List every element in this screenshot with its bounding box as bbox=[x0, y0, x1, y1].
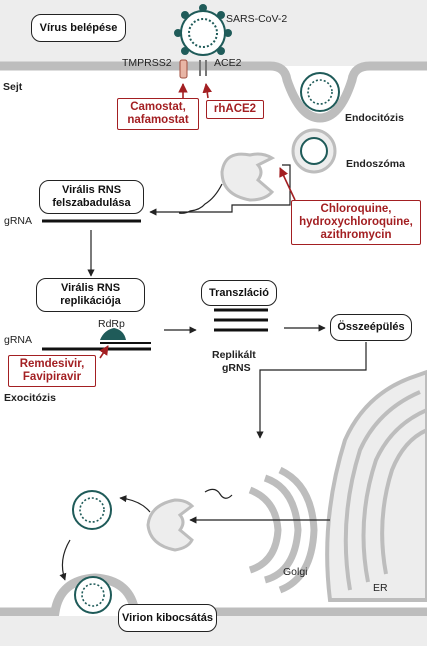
rhace2-label: rhACE2 bbox=[213, 103, 257, 115]
endosome-label: Endoszóma bbox=[346, 158, 405, 170]
endocytosis-label: Endocitózis bbox=[345, 112, 404, 124]
assembling-rna bbox=[204, 488, 233, 499]
camostat-line1: Camostat, bbox=[130, 101, 186, 113]
rdrp-enzyme bbox=[100, 328, 126, 340]
chloroquine-line1: Chloroquine, bbox=[320, 203, 392, 215]
top-cell-membrane bbox=[0, 61, 427, 123]
endocytosed-virion bbox=[300, 72, 340, 112]
rdrp-label: RdRp bbox=[98, 318, 125, 330]
remdesivir-line1: Remdesivir, bbox=[19, 358, 85, 370]
rna-replication-line1: Virális RNS bbox=[60, 282, 121, 294]
chloroquine-drug-box: Chloroquine, hydroxychloroquine, azithro… bbox=[291, 200, 421, 245]
arrow-to-release-virion bbox=[59, 539, 71, 581]
rna-release-line2: felszabadulása bbox=[52, 197, 131, 209]
released-virion bbox=[74, 576, 112, 614]
replicated-grna-label-line1: Replikált bbox=[212, 349, 256, 361]
chloroquine-line2: hydroxychloroquine, bbox=[299, 216, 413, 228]
chloroquine-pointer bbox=[279, 167, 296, 201]
er-label: ER bbox=[373, 582, 388, 594]
endosome-virion bbox=[300, 137, 328, 165]
replicated-grna-label-line2: gRNS bbox=[222, 362, 251, 374]
rna-release-box: Virális RNS felszabadulása bbox=[39, 180, 144, 214]
virus-entry-label: Vírus belépése bbox=[39, 21, 118, 34]
arrow-to-exocytosis bbox=[119, 495, 151, 513]
rhace2-drug-box: rhACE2 bbox=[206, 100, 264, 119]
rna-release-line1: Virális RNS bbox=[61, 184, 122, 196]
assembly-box: Összeépülés bbox=[330, 314, 412, 341]
camostat-line2: nafamostat bbox=[127, 114, 189, 126]
remdesivir-pointer bbox=[99, 345, 109, 359]
tmprss2-receptor bbox=[179, 59, 188, 79]
fusing-endosome bbox=[220, 152, 276, 202]
er-region bbox=[325, 369, 427, 602]
rna-replication-line2: replikációja bbox=[60, 295, 121, 307]
translation-label: Transzláció bbox=[209, 286, 269, 299]
exocytosis-virion bbox=[72, 490, 112, 530]
assembly-label: Összeépülés bbox=[337, 321, 405, 333]
virion-release-label: Virion kibocsátás bbox=[122, 611, 213, 624]
grna-label-2: gRNA bbox=[4, 334, 33, 346]
virus-spikes-top bbox=[174, 4, 232, 55]
budding-vesicle bbox=[146, 498, 195, 552]
camostat-drug-box: Camostat, nafamostat bbox=[117, 98, 199, 130]
remdesivir-drug-box: Remdesivir, Favipiravir bbox=[8, 355, 96, 387]
released-rna bbox=[178, 183, 223, 214]
virus-entry-box: Vírus belépése bbox=[31, 14, 126, 42]
translation-box: Transzláció bbox=[201, 280, 277, 306]
rhace2-pointer bbox=[202, 83, 212, 99]
ace2-label: ACE2 bbox=[214, 57, 242, 69]
virion-release-box: Virion kibocsátás bbox=[118, 604, 217, 632]
golgi-stack bbox=[248, 466, 318, 594]
virus-label: SARS-CoV-2 bbox=[226, 13, 288, 25]
cell-label: Sejt bbox=[3, 81, 23, 93]
ace2-receptor bbox=[199, 60, 207, 76]
arrow-to-er bbox=[256, 342, 367, 439]
arrow-to-release bbox=[149, 164, 291, 216]
remdesivir-line2: Favipiravir bbox=[22, 371, 82, 383]
tmprss2-label: TMPRSS2 bbox=[122, 57, 172, 69]
grna-label-1: gRNA bbox=[4, 215, 33, 227]
golgi-label: Golgi bbox=[283, 566, 308, 578]
exocytosis-label: Exocitózis bbox=[4, 392, 56, 404]
chloroquine-line3: azithromycin bbox=[320, 229, 392, 241]
rna-replication-box: Virális RNS replikációja bbox=[36, 278, 145, 312]
